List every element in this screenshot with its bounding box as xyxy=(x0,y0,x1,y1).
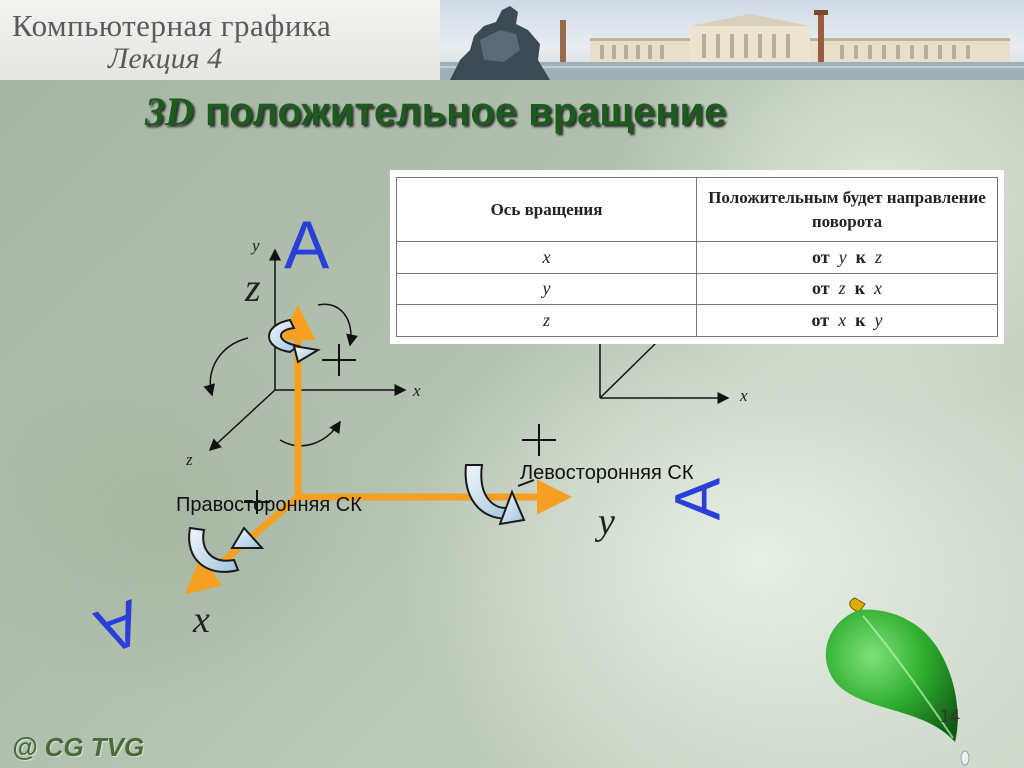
footer-credit: @ CG TVG xyxy=(12,732,144,763)
rh-y-label: y xyxy=(252,236,260,256)
leaf-decoration xyxy=(815,582,975,768)
table-row: y от z к x xyxy=(397,273,998,305)
lh-z-axis xyxy=(600,343,656,398)
plus-signs xyxy=(244,344,556,514)
table-row: x от y к z xyxy=(397,242,998,274)
big-x-label: x xyxy=(193,598,210,642)
rh-x-label: x xyxy=(413,381,421,401)
table-row: z от x к y xyxy=(397,305,998,337)
row-axis: z xyxy=(397,305,697,337)
curl-arrow-x xyxy=(189,528,262,572)
rotation-table-panel: Ось вращения Положительным будет направл… xyxy=(390,170,1004,344)
eye-marker-top: A xyxy=(284,206,329,284)
row-direction: от y к z xyxy=(697,242,998,274)
row-direction: от x к y xyxy=(697,305,998,337)
curl-arrow-z xyxy=(269,320,318,362)
header-rotation-axis: Ось вращения xyxy=(397,178,697,242)
big-z-label: z xyxy=(245,264,261,311)
row-direction: от z к x xyxy=(697,273,998,305)
header-positive-direction: Положительным будет направление поворота xyxy=(697,178,998,242)
curve-arrow-top xyxy=(318,304,351,345)
eye-marker-right: A xyxy=(660,478,734,521)
rotation-table: Ось вращения Положительным будет направл… xyxy=(396,177,998,337)
row-axis: x xyxy=(397,242,697,274)
big-y-label: y xyxy=(598,500,615,544)
lh-x-label: x xyxy=(740,386,748,406)
curve-arrow-left xyxy=(210,338,248,395)
rh-z-label: z xyxy=(186,450,193,470)
curve-arrow-bottom xyxy=(280,422,340,446)
page-number: 14 xyxy=(940,706,960,727)
rh-z-axis xyxy=(210,390,275,450)
right-handed-label: Правосторонняя СК xyxy=(176,494,362,517)
row-axis: y xyxy=(397,273,697,305)
